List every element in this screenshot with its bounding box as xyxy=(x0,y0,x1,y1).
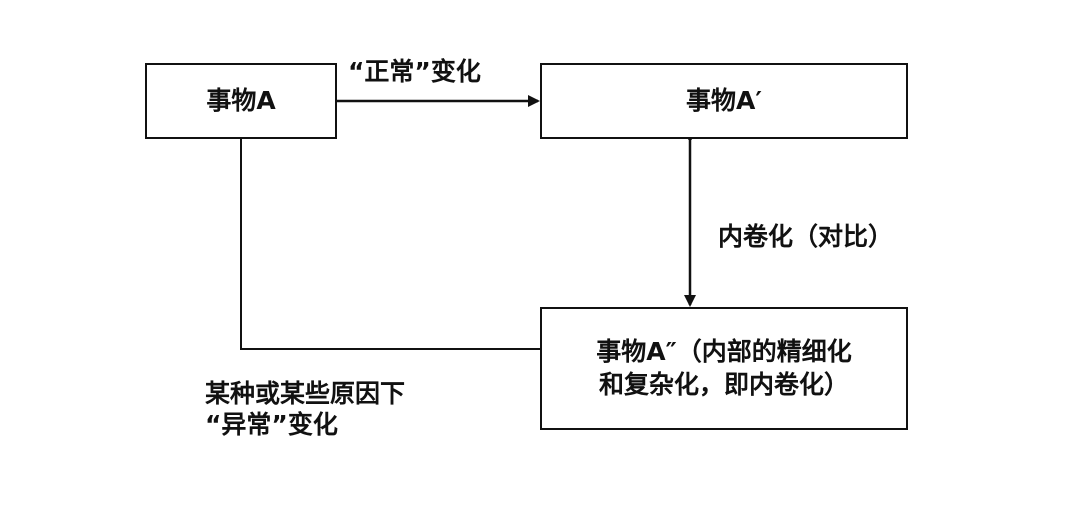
node-box-a-prime: 事物A′ xyxy=(540,63,908,139)
node-label-a-prime: 事物A′ xyxy=(686,85,762,115)
node-box-a-double-prime: 事物A″（内部的精细化 和复杂化，即内卷化） xyxy=(540,307,908,430)
node-box-a: 事物A xyxy=(145,63,337,139)
abnormal-change-connector xyxy=(240,139,540,350)
node-label-a-double-prime: 事物A″（内部的精细化 和复杂化，即内卷化） xyxy=(596,337,852,399)
abnormal-change-label: 某种或某些原因下 “异常”变化 xyxy=(205,379,406,440)
normal-change-label: “正常”变化 xyxy=(348,57,481,86)
node-label-a: 事物A xyxy=(206,85,276,115)
involution-compare-label: 内卷化（对比） xyxy=(718,222,894,251)
